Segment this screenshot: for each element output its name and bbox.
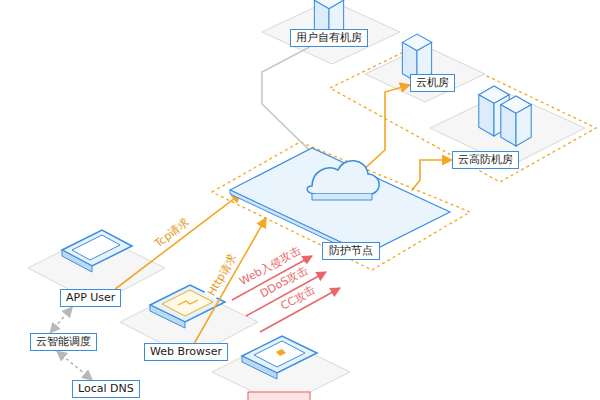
client-label: Web Browser — [144, 343, 228, 361]
node-region — [212, 142, 470, 270]
node-text: APP User — [66, 291, 115, 304]
room-label: 云机房 — [410, 74, 455, 92]
connector — [412, 160, 452, 191]
node-text: Web Browser — [150, 345, 222, 358]
edge-label: Tcp请求 — [151, 215, 194, 252]
dns-label: Local DNS — [72, 380, 140, 398]
connector — [362, 85, 410, 171]
server-icon — [501, 96, 531, 146]
node-text: 防护节点 — [329, 244, 373, 257]
dispatch-label: 云智能调度 — [30, 333, 97, 351]
connector — [262, 47, 310, 149]
slab — [28, 234, 165, 304]
connector — [50, 307, 72, 333]
node-text: 云机房 — [416, 76, 449, 89]
client-label: APP User — [60, 289, 121, 307]
connector — [57, 351, 93, 380]
room-label: 用户自有机房 — [290, 29, 368, 47]
rooms-region — [330, 44, 596, 182]
node-text: 用户自有机房 — [296, 31, 362, 44]
attacker-device — [242, 336, 317, 379]
protection-platform: 防护节点 — [228, 146, 452, 258]
slab — [120, 288, 258, 358]
room-label: 云高防机房 — [452, 151, 519, 169]
node-text: 云智能调度 — [36, 335, 91, 348]
node-label: 防护节点 — [322, 242, 380, 260]
node-text: 云高防机房 — [458, 153, 513, 166]
cut-label-box — [248, 392, 310, 400]
node-text: Local DNS — [78, 382, 134, 395]
edge-label: Http请求 — [204, 250, 240, 300]
tablet-device — [62, 230, 132, 272]
